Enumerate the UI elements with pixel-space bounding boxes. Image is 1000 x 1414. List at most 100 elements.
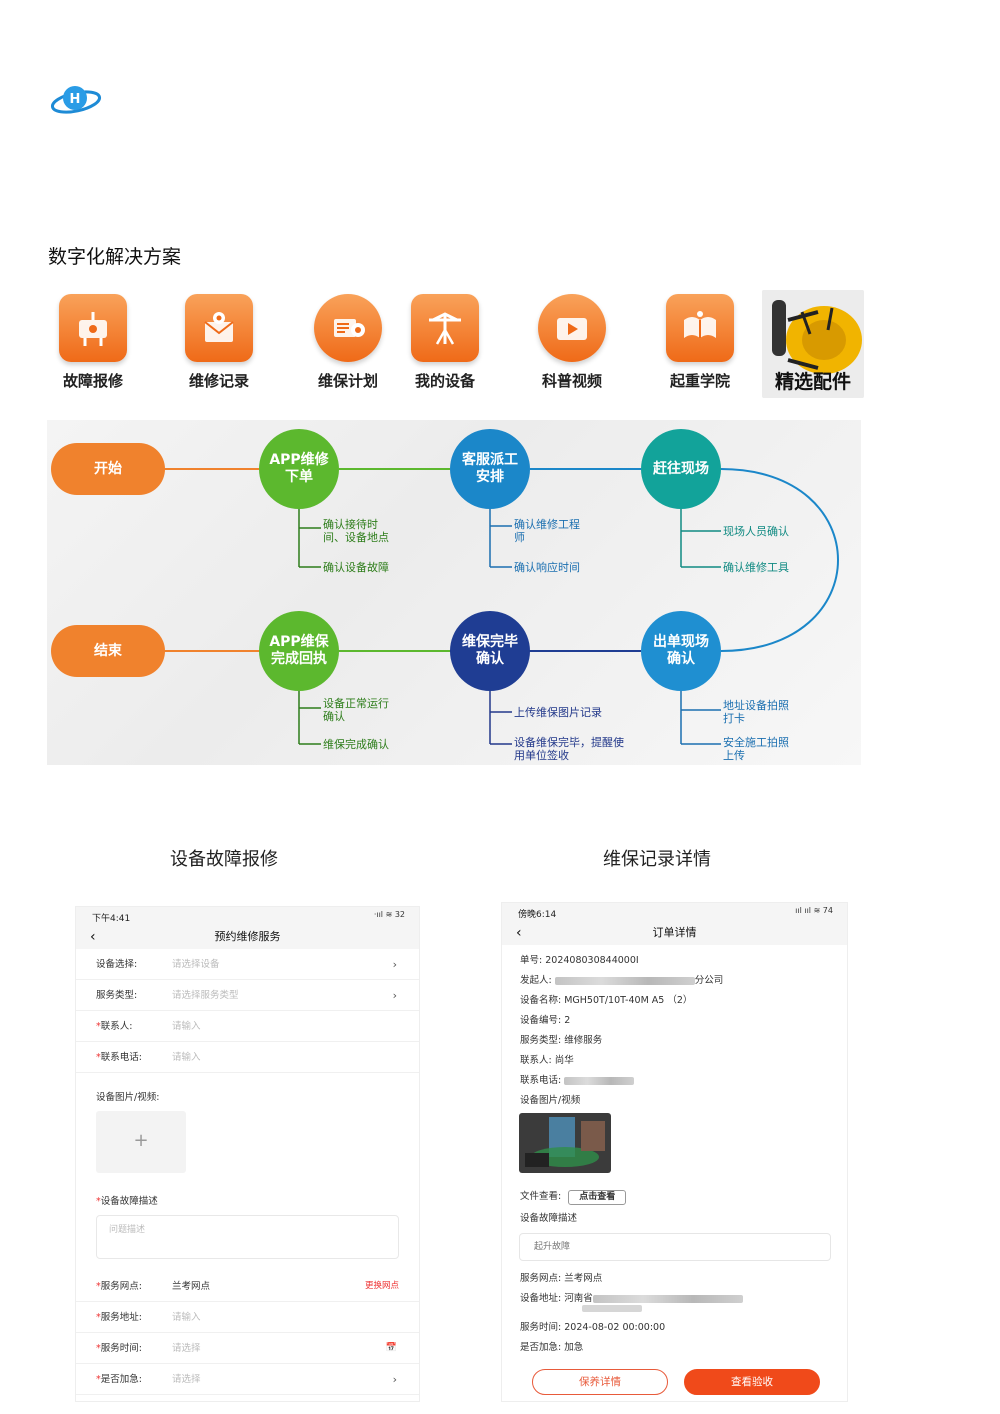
flow-substep: 确认设备故障 [323, 561, 389, 574]
media-label: 设备图片/视频: [96, 1092, 160, 1103]
status-icons: ·ııl ≋ 32 [373, 910, 405, 919]
field-label: 联系人: [100, 1021, 133, 1032]
repair-booking-screen: 下午4:41 ·ııl ≋ 32 ‹ 预约维修服务 设备选择: 请选择设备 › … [75, 906, 420, 1402]
view-acceptance-button[interactable]: 查看验收 [684, 1369, 820, 1395]
nav-title: 订单详情 [652, 926, 697, 939]
device-select-row[interactable]: 设备选择: 请选择设备 › [76, 949, 419, 980]
academy-book-icon [666, 294, 734, 362]
service-address-placeholder: 请输入 [172, 1312, 201, 1323]
feature-lifting-academy[interactable]: 起重学院 [655, 290, 745, 391]
fault-desc-textarea[interactable]: 问题描述 [96, 1215, 399, 1259]
urgent-value: 加急 [564, 1342, 584, 1353]
step-title: 确认 [476, 651, 504, 667]
feature-label: 我的设备 [414, 372, 475, 390]
svg-text:H: H [70, 92, 81, 107]
flow-substep: 现场人员确认 [723, 525, 789, 538]
service-site-row: *服务网点: 兰考网点 更换网点 [76, 1271, 419, 1302]
feature-my-equipment[interactable]: 我的设备 [400, 290, 490, 391]
add-media-button[interactable]: + [96, 1111, 186, 1173]
field-label: 服务地址: [100, 1312, 142, 1323]
feature-label: 维保计划 [317, 372, 378, 390]
device-name-line: 设备名称: MGH50T/10T-40M A5 （2） [502, 991, 847, 1011]
service-type-line: 服务类型: 维修服务 [502, 1031, 847, 1051]
feature-label: 精选配件 [774, 371, 851, 393]
fault-desc-label: *设备故障描述 [96, 1196, 158, 1207]
flow-substep: 确认接待时 间、设备地点 [323, 518, 389, 544]
device-number-value: 2 [564, 1015, 571, 1026]
file-view-line: 文件查看: 点击查看 [502, 1187, 847, 1207]
service-address-field[interactable]: *服务地址: 请输入 [76, 1302, 419, 1333]
field-label: 设备名称: [520, 995, 562, 1006]
step-title: 安排 [476, 469, 504, 485]
field-label: 服务网点: [100, 1281, 142, 1292]
company-logo-icon: H [50, 86, 102, 114]
redacted-text [554, 976, 695, 985]
step-title: 完成回执 [270, 651, 327, 667]
workflow-diagram: 开始 结束 APP维修下单 客服派工安排 赶往现场 出单现场确认 维保完毕确认 … [47, 420, 861, 765]
service-type-value: 维修服务 [564, 1035, 603, 1046]
feature-icon-row: 故障报修 维修记录 维保计划 我的设备 科普视频 起重学院 [48, 290, 868, 400]
contact-phone-placeholder: 请输入 [172, 1052, 201, 1063]
urgent-row[interactable]: *是否加急: 请选择 › [76, 1364, 419, 1395]
feature-science-video[interactable]: 科普视频 [527, 290, 617, 391]
service-type-row[interactable]: 服务类型: 请选择服务类型 › [76, 980, 419, 1011]
feature-label: 科普视频 [541, 372, 602, 390]
required-mark: * [96, 1312, 101, 1323]
change-site-link[interactable]: 更换网点 [364, 1281, 399, 1291]
flow-step-app-receipt: APP维保完成回执 [259, 611, 339, 691]
flow-step-go-to-site: 赶往现场 [641, 429, 721, 509]
plan-gear-icon [314, 294, 382, 362]
feature-label: 维修记录 [188, 372, 249, 390]
feature-repair-record[interactable]: 维修记录 [174, 290, 264, 391]
step-title: APP维保 [269, 634, 329, 650]
calendar-icon: 📅 [385, 1343, 397, 1353]
service-site-value: 兰考网点 [172, 1281, 211, 1292]
service-time-row[interactable]: *服务时间: 请选择 📅 [76, 1333, 419, 1364]
urgent-line: 是否加急: 加急 [502, 1338, 847, 1358]
flow-end-node: 结束 [51, 625, 165, 677]
back-arrow-icon[interactable]: ‹ [90, 929, 96, 945]
flow-substep: 设备正常运行 确认 [323, 697, 389, 723]
redacted-text [564, 1076, 635, 1085]
fault-desc-value: 起升故障 [519, 1233, 831, 1261]
field-label: 是否加急: [100, 1374, 142, 1385]
field-label: 设备编号: [520, 1015, 562, 1026]
field-label: 服务类型: [96, 990, 138, 1001]
service-time-placeholder: 请选择 [172, 1343, 201, 1354]
device-name-value: MGH50T/10T-40M A5 （2） [564, 995, 693, 1006]
fault-desc-label: 设备故障描述 [520, 1213, 578, 1224]
required-mark: * [96, 1052, 101, 1063]
feature-fault-repair[interactable]: 故障报修 [48, 290, 138, 391]
maintenance-detail-button[interactable]: 保养详情 [532, 1369, 668, 1395]
required-mark: * [96, 1281, 101, 1292]
contact-line: 联系人: 尚华 [502, 1051, 847, 1071]
field-label: 联系人: [520, 1055, 552, 1066]
nav-bar: ‹ 订单详情 [502, 921, 847, 945]
chevron-right-icon: › [392, 1373, 397, 1386]
view-file-button[interactable]: 点击查看 [568, 1190, 627, 1205]
feature-selected-parts[interactable]: 精选配件 [762, 290, 864, 398]
back-arrow-icon[interactable]: ‹ [516, 925, 522, 941]
feature-maintenance-plan[interactable]: 维保计划 [303, 290, 393, 391]
field-label: 设备选择: [96, 959, 138, 970]
flow-substep: 上传维保图片记录 [514, 706, 602, 719]
status-bar: 傍晚6:14 ııl ııl ≋ 74 [502, 903, 847, 921]
order-detail-screen: 傍晚6:14 ııl ııl ≋ 74 ‹ 订单详情 单号: 202408030… [501, 902, 848, 1402]
field-label: 单号: [520, 955, 543, 966]
equipment-photo-thumbnail[interactable] [519, 1113, 611, 1173]
step-title: 确认 [667, 651, 695, 667]
nav-bar: ‹ 预约维修服务 [76, 925, 419, 949]
service-type-placeholder: 请选择服务类型 [172, 990, 239, 1001]
flow-step-onsite-confirm: 出单现场确认 [641, 611, 721, 691]
step-title: APP维修 [269, 452, 329, 468]
required-mark: * [96, 1374, 101, 1385]
required-mark: * [96, 1343, 101, 1354]
contact-phone-field[interactable]: *联系电话: 请输入 [76, 1042, 419, 1073]
field-label: 发起人: [520, 975, 552, 986]
required-mark: * [96, 1021, 101, 1032]
order-number-line: 单号: 202408030844000I [502, 951, 847, 971]
contact-name-field[interactable]: *联系人: 请输入 [76, 1011, 419, 1042]
service-site-line: 服务网点: 兰考网点 [502, 1269, 847, 1289]
media-line: 设备图片/视频 [520, 1095, 581, 1106]
flow-substep: 确认维修工具 [723, 561, 789, 574]
